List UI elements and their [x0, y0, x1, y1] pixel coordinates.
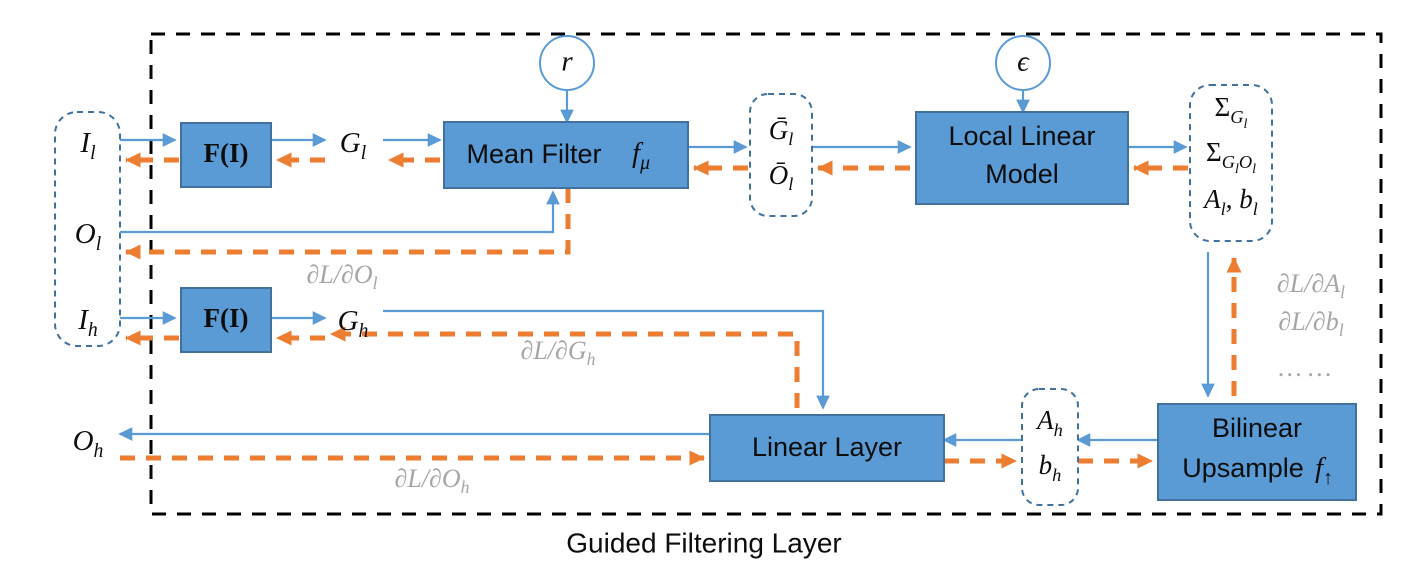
param-epsilon[interactable]: ϵ — [995, 35, 1051, 91]
block-f-i-high-label: F(I) — [204, 303, 249, 333]
block-f-i-low[interactable]: F(I) — [180, 122, 272, 188]
gradient-label-dl-dal: ∂L/∂Al — [1277, 269, 1345, 302]
block-linear-layer[interactable]: Linear Layer — [709, 414, 945, 482]
figure-caption: Guided Filtering Layer — [566, 527, 841, 558]
param-r[interactable]: r — [539, 35, 595, 91]
variable-ol: Ol — [75, 218, 102, 255]
gradient-label-dl-doh: ∂L/∂Oh — [395, 464, 470, 497]
block-linear-layer-label: Linear Layer — [752, 432, 902, 462]
state-box-coeff-low[interactable]: ΣGl ΣGlOl Al, bl — [1189, 84, 1273, 242]
variable-gh: Gh — [338, 305, 369, 342]
variable-oh: Oh — [73, 425, 104, 462]
block-bilinear-upsample-line1: Bilinear — [1212, 413, 1302, 443]
block-local-linear-model-line2: Model — [985, 159, 1059, 189]
grad-edge-meanfilter-to-ol — [125, 188, 571, 260]
state-coeff-low-row-0: ΣGl — [1215, 92, 1248, 132]
state-box-coeff-high[interactable]: Ah bh — [1021, 388, 1079, 506]
input-output-group-box — [54, 111, 121, 347]
block-mean-filter[interactable]: Mean Filter fμ — [443, 121, 689, 189]
block-bilinear-upsample-line2: Upsample — [1182, 453, 1304, 483]
state-box-mean[interactable]: Ḡl Ōl — [749, 93, 813, 217]
variable-ih: Ih — [77, 304, 98, 341]
state-coeff-low-row-1: ΣGlOl — [1206, 137, 1256, 177]
state-mean-row-0: Ḡl — [769, 115, 794, 149]
block-f-i-low-label: F(I) — [204, 138, 249, 168]
state-coeff-low-row-2: Al, bl — [1202, 184, 1258, 219]
variable-gl: Gl — [340, 127, 367, 164]
block-local-linear-model-line1: Local Linear — [948, 121, 1095, 151]
gradient-label-dl-dol: ∂L/∂Ol — [306, 260, 377, 293]
state-mean-row-1: Ōl — [769, 160, 794, 194]
block-local-linear-model[interactable]: Local Linear Model — [915, 111, 1129, 205]
state-coeff-high-row-0: Ah — [1035, 405, 1063, 440]
guided-filtering-layer-boundary — [149, 32, 1383, 516]
block-mean-filter-label: Mean Filter — [466, 139, 601, 169]
gradient-label-dl-dbl: ∂L/∂bl — [1278, 307, 1343, 340]
gradient-label-ellipsis: … … — [1279, 353, 1332, 382]
block-f-i-high[interactable]: F(I) — [180, 287, 272, 353]
edge-gh-to-linearlayer — [383, 309, 830, 410]
variable-il: Il — [79, 127, 96, 164]
param-epsilon-label: ϵ — [1017, 46, 1030, 78]
edge-ol-to-meanfilter — [120, 190, 560, 234]
param-r-label: r — [561, 46, 573, 78]
block-bilinear-upsample[interactable]: Bilinear Upsample f↑ — [1157, 403, 1357, 501]
gradient-label-dl-dgh: ∂L/∂Gh — [521, 336, 596, 369]
state-coeff-high-row-1: bh — [1039, 450, 1062, 485]
